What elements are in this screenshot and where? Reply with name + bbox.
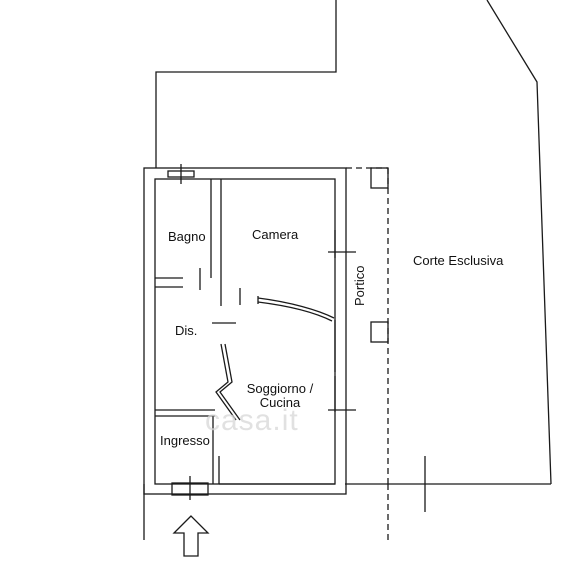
watermark: casa.it (205, 404, 299, 437)
building-outer-wall (143, 167, 347, 495)
door-camera (257, 297, 335, 319)
door-soggiorno (215, 343, 241, 421)
entrance-arrow-icon (172, 515, 210, 557)
room-label-ingresso: Ingresso (160, 433, 210, 448)
room-label-corte: Corte Esclusiva (413, 253, 504, 268)
room-label-bagno: Bagno (168, 229, 206, 244)
room-label-dis: Dis. (175, 323, 198, 338)
room-label-camera: Camera (252, 227, 299, 242)
pillar-mid (370, 321, 389, 343)
property-boundary-top (155, 0, 337, 168)
room-label-portico: Portico (352, 265, 367, 306)
room-label-soggiorno-line2: Cucina (259, 395, 301, 410)
property-boundary-right (486, 0, 552, 485)
room-label-soggiorno: Soggiorno / Cucina (247, 382, 314, 410)
room-label-soggiorno-line1: Soggiorno / (246, 381, 314, 396)
pillar-top (370, 167, 389, 189)
